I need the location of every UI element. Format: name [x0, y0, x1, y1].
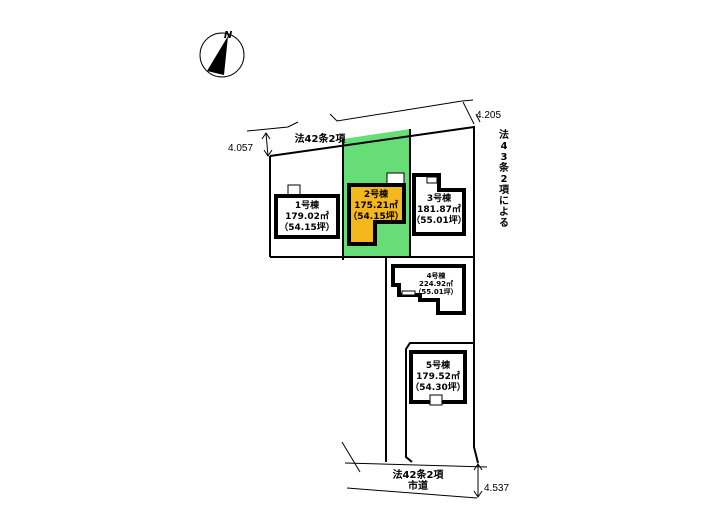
north-road-label: 法42条2項	[295, 132, 347, 145]
svg-text:（55.01坪）: （55.01坪）	[411, 214, 466, 226]
svg-text:る: る	[499, 217, 509, 229]
stairs-icon	[401, 290, 416, 296]
road-edges	[246, 99, 488, 499]
svg-text:（54.15坪）: （54.15坪）	[348, 210, 403, 222]
svg-text:181.87㎡: 181.87㎡	[417, 203, 461, 215]
svg-text:2: 2	[501, 174, 508, 185]
east-road-label: 法 4 3 条 2 項 に よ る	[498, 128, 510, 229]
north-label: N	[224, 30, 233, 41]
svg-text:4.537: 4.537	[484, 483, 509, 494]
building-4[interactable]: 4号棟 224.92㎡ （55.01坪）	[391, 264, 466, 315]
svg-text:条: 条	[498, 161, 510, 174]
svg-text:4.205: 4.205	[476, 110, 501, 121]
svg-text:179.52㎡: 179.52㎡	[416, 370, 460, 382]
building-3[interactable]: 3号棟 181.87㎡ （55.01坪）	[411, 173, 467, 236]
svg-text:よ: よ	[499, 206, 509, 218]
stairs-icon	[426, 176, 438, 184]
svg-text:5号棟: 5号棟	[426, 359, 451, 371]
dimension-north-right: 4.205	[462, 101, 501, 125]
south-road-label: 法42条2項	[393, 468, 445, 481]
dimension-south: 4.537	[473, 463, 509, 498]
stairs-icon	[429, 394, 443, 406]
building-5[interactable]: 5号棟 179.52㎡ （54.30坪）	[409, 350, 467, 406]
svg-text:1号棟: 1号棟	[295, 199, 320, 211]
north-compass-icon: N	[199, 30, 245, 78]
svg-text:4.057: 4.057	[228, 143, 253, 154]
svg-text:3号棟: 3号棟	[427, 192, 452, 204]
svg-text:（54.15坪）: （54.15坪）	[279, 221, 334, 233]
svg-text:2号棟: 2号棟	[364, 188, 389, 200]
svg-text:（55.01坪）: （55.01坪）	[414, 287, 457, 296]
svg-text:4号棟: 4号棟	[427, 271, 447, 280]
svg-text:3: 3	[501, 152, 508, 163]
svg-text:に: に	[499, 195, 509, 207]
dimension-north-left: 4.057	[228, 132, 273, 157]
svg-text:224.92㎡: 224.92㎡	[419, 279, 453, 288]
svg-text:4: 4	[501, 141, 508, 152]
svg-text:法: 法	[499, 128, 509, 141]
lot-boundaries	[269, 125, 479, 464]
svg-text:175.21㎡: 175.21㎡	[354, 199, 398, 211]
building-1[interactable]: 1号棟 179.02㎡ （54.15坪）	[274, 184, 340, 239]
svg-text:179.02㎡: 179.02㎡	[285, 210, 329, 222]
svg-text:（54.30坪）: （54.30坪）	[410, 381, 465, 393]
svg-text:項: 項	[499, 184, 510, 196]
south-road-sublabel: 市道	[408, 479, 428, 492]
building-2[interactable]: 2号棟 175.21㎡ （54.15坪）	[347, 172, 406, 246]
